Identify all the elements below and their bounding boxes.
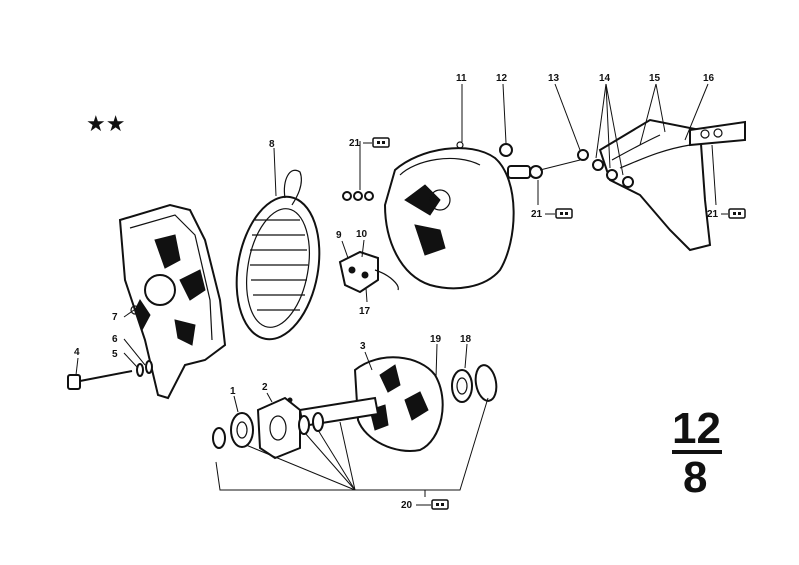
reference-box-20 [431,499,449,510]
callout-18: 18 [460,334,472,345]
callout-6: 6 [112,334,118,345]
stator [235,169,321,341]
rear-housing [383,141,515,290]
bearing-retainer-plate [256,396,324,460]
callout-2: 2 [262,382,268,393]
brush-holder [338,250,399,294]
callout-5: 5 [112,349,118,360]
callout-9: 9 [336,230,342,241]
callout-21-cover: 21 [707,209,719,220]
callout-15: 15 [649,73,661,84]
callout-17: 17 [359,306,371,317]
wave-spring [474,364,498,402]
section-sub-number: 8 [683,453,707,502]
regulator-cover [577,118,746,252]
callout-14: 14 [599,73,611,84]
reference-box-21-washers [372,137,390,148]
callout-1: 1 [230,386,236,397]
callout-21-terminal: 21 [531,209,543,220]
section-number: 12 8 [672,404,722,502]
callout-8: 8 [269,139,275,150]
rotor [298,356,444,452]
callout-20: 20 [401,500,413,511]
front-housing [118,203,227,400]
callout-10: 10 [356,229,368,240]
front-bearing [212,412,254,449]
callout-11: 11 [456,73,467,84]
terminal-nuts [342,143,581,201]
callout-16: 16 [703,73,715,84]
callout-4: 4 [74,347,80,358]
callout-21-washers: 21 [349,138,361,149]
callout-7: 7 [112,312,118,323]
section-divider [672,450,722,454]
callout-12: 12 [496,73,508,84]
reference-box-21-cover [728,208,746,219]
rear-bearing [451,369,473,403]
through-bolt [67,360,153,390]
reference-box-21-terminal [555,208,573,219]
leader-lines [75,83,717,497]
callout-19: 19 [430,334,442,345]
stars-marker: ★★ [86,112,125,137]
callout-3: 3 [360,341,366,352]
section-group-number: 12 [672,404,721,453]
callout-13: 13 [548,73,560,84]
